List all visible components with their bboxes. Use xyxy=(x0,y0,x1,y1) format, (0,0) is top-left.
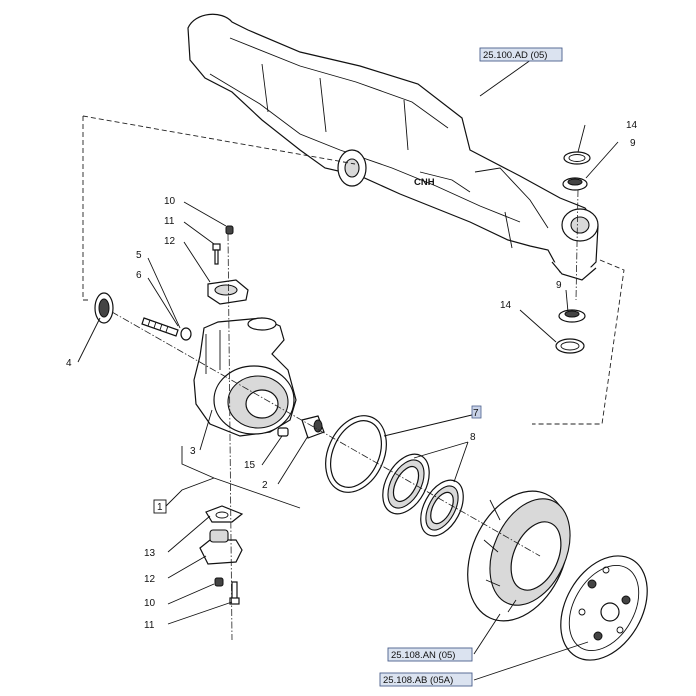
callout-2: 2 xyxy=(262,480,268,491)
pin-15[interactable] xyxy=(277,427,289,437)
shim-13[interactable] xyxy=(205,505,244,523)
nut-5[interactable] xyxy=(180,327,192,341)
callout-11-bottom: 11 xyxy=(144,620,155,631)
callout-14-top: 14 xyxy=(626,120,638,131)
callout-9-bottom: 9 xyxy=(556,280,562,291)
seal-ring-7[interactable] xyxy=(314,406,398,502)
callout-8: 8 xyxy=(470,432,476,443)
ref-axle-housing[interactable]: 25.100.AD (05) xyxy=(479,47,563,62)
grease-nipple-10-top[interactable] xyxy=(225,225,234,235)
kingpin-axis-left xyxy=(227,233,233,641)
ref-cover-text: 25.108.AB (05A) xyxy=(383,675,453,686)
kingpin-cap-12-bottom[interactable] xyxy=(199,529,243,565)
callout-15: 15 xyxy=(244,460,256,471)
grease-nipple-10-bottom[interactable] xyxy=(214,577,224,587)
seal-14-bottom[interactable] xyxy=(555,338,585,354)
kingpin-axis-right xyxy=(575,189,579,301)
leader-lines xyxy=(77,56,619,681)
callout-1-leader xyxy=(165,477,215,507)
steering-knuckle-3[interactable] xyxy=(193,317,297,437)
callout-12-top: 12 xyxy=(164,236,176,247)
ref-hub[interactable]: 25.108.AN (05) xyxy=(387,647,473,662)
callout-14-bottom: 14 xyxy=(500,300,512,311)
ref-axle-housing-text: 25.100.AD (05) xyxy=(483,50,547,61)
kingpin-cap-12-top[interactable] xyxy=(207,279,249,305)
bushing-9-top[interactable] xyxy=(562,177,588,191)
callout-12-bottom: 12 xyxy=(144,574,156,585)
spindle-axis xyxy=(111,311,541,557)
axle-housing[interactable]: CNH xyxy=(187,13,599,281)
callout-labels: 14 9 9 14 4 5 6 10 11 12 3 15 2 8 13 12 … xyxy=(66,120,638,631)
bolt-11-top[interactable] xyxy=(212,243,221,265)
ref-hub-text: 25.108.AN (05) xyxy=(391,650,455,661)
callout-7[interactable]: 7 xyxy=(471,405,482,419)
bearing-8-outer[interactable] xyxy=(373,446,438,521)
bushing-9-bottom[interactable] xyxy=(558,309,586,323)
wheel-hub[interactable] xyxy=(448,475,587,637)
seal-4[interactable] xyxy=(94,292,114,324)
bracket-1 xyxy=(181,446,301,509)
callout-7-text: 7 xyxy=(473,408,479,419)
bolt-11-bottom[interactable] xyxy=(229,581,240,605)
callout-1-text: 1 xyxy=(157,502,163,513)
assembly-frame xyxy=(82,115,625,425)
callout-13: 13 xyxy=(144,548,156,559)
stud-6[interactable] xyxy=(141,317,179,337)
callout-11-top: 11 xyxy=(164,216,175,227)
cnh-logo: CNH xyxy=(414,177,435,188)
callout-5: 5 xyxy=(136,250,142,261)
callout-4: 4 xyxy=(66,358,72,369)
callout-10-bottom: 10 xyxy=(144,598,156,609)
callout-3: 3 xyxy=(190,446,196,457)
callout-1[interactable]: 1 xyxy=(153,499,167,514)
callout-6: 6 xyxy=(136,270,142,281)
seal-14-top[interactable] xyxy=(563,151,591,165)
callout-9-top: 9 xyxy=(630,138,636,149)
ref-cover[interactable]: 25.108.AB (05A) xyxy=(379,672,473,687)
planetary-cover[interactable] xyxy=(543,541,665,676)
callout-10-top: 10 xyxy=(164,196,176,207)
